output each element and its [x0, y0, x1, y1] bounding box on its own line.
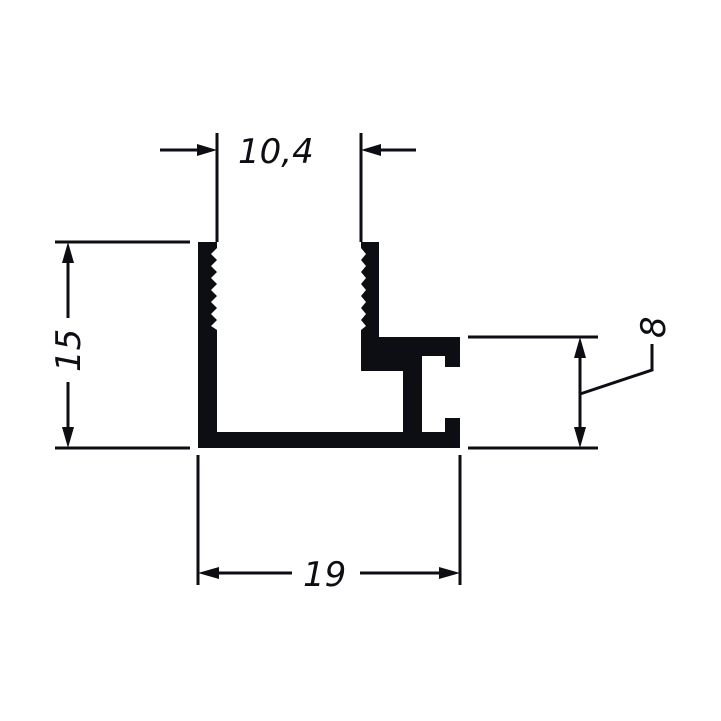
dimension-width: 19	[196, 455, 462, 595]
dimension-channel-height: 8	[468, 316, 674, 450]
dimension-top-opening: 10,4	[160, 132, 416, 242]
dimension-label-channel: 8	[634, 316, 674, 338]
dimension-label-height: 15	[49, 329, 89, 372]
aluminium-profile-section	[198, 242, 460, 448]
dimension-height: 15	[49, 240, 190, 450]
dimension-label-top: 10,4	[238, 132, 314, 172]
dimension-label-width: 19	[303, 555, 346, 595]
small-notch	[399, 396, 403, 404]
